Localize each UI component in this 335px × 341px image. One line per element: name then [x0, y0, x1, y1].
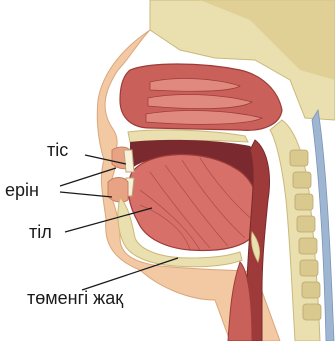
label-tongue: тіл — [29, 223, 52, 241]
label-lower-jaw: төменгі жақ — [27, 289, 123, 307]
label-lips: ерін — [5, 181, 39, 199]
label-teeth: тіс — [47, 141, 68, 159]
lower-lip — [108, 178, 128, 203]
upper-incisor — [124, 150, 134, 172]
